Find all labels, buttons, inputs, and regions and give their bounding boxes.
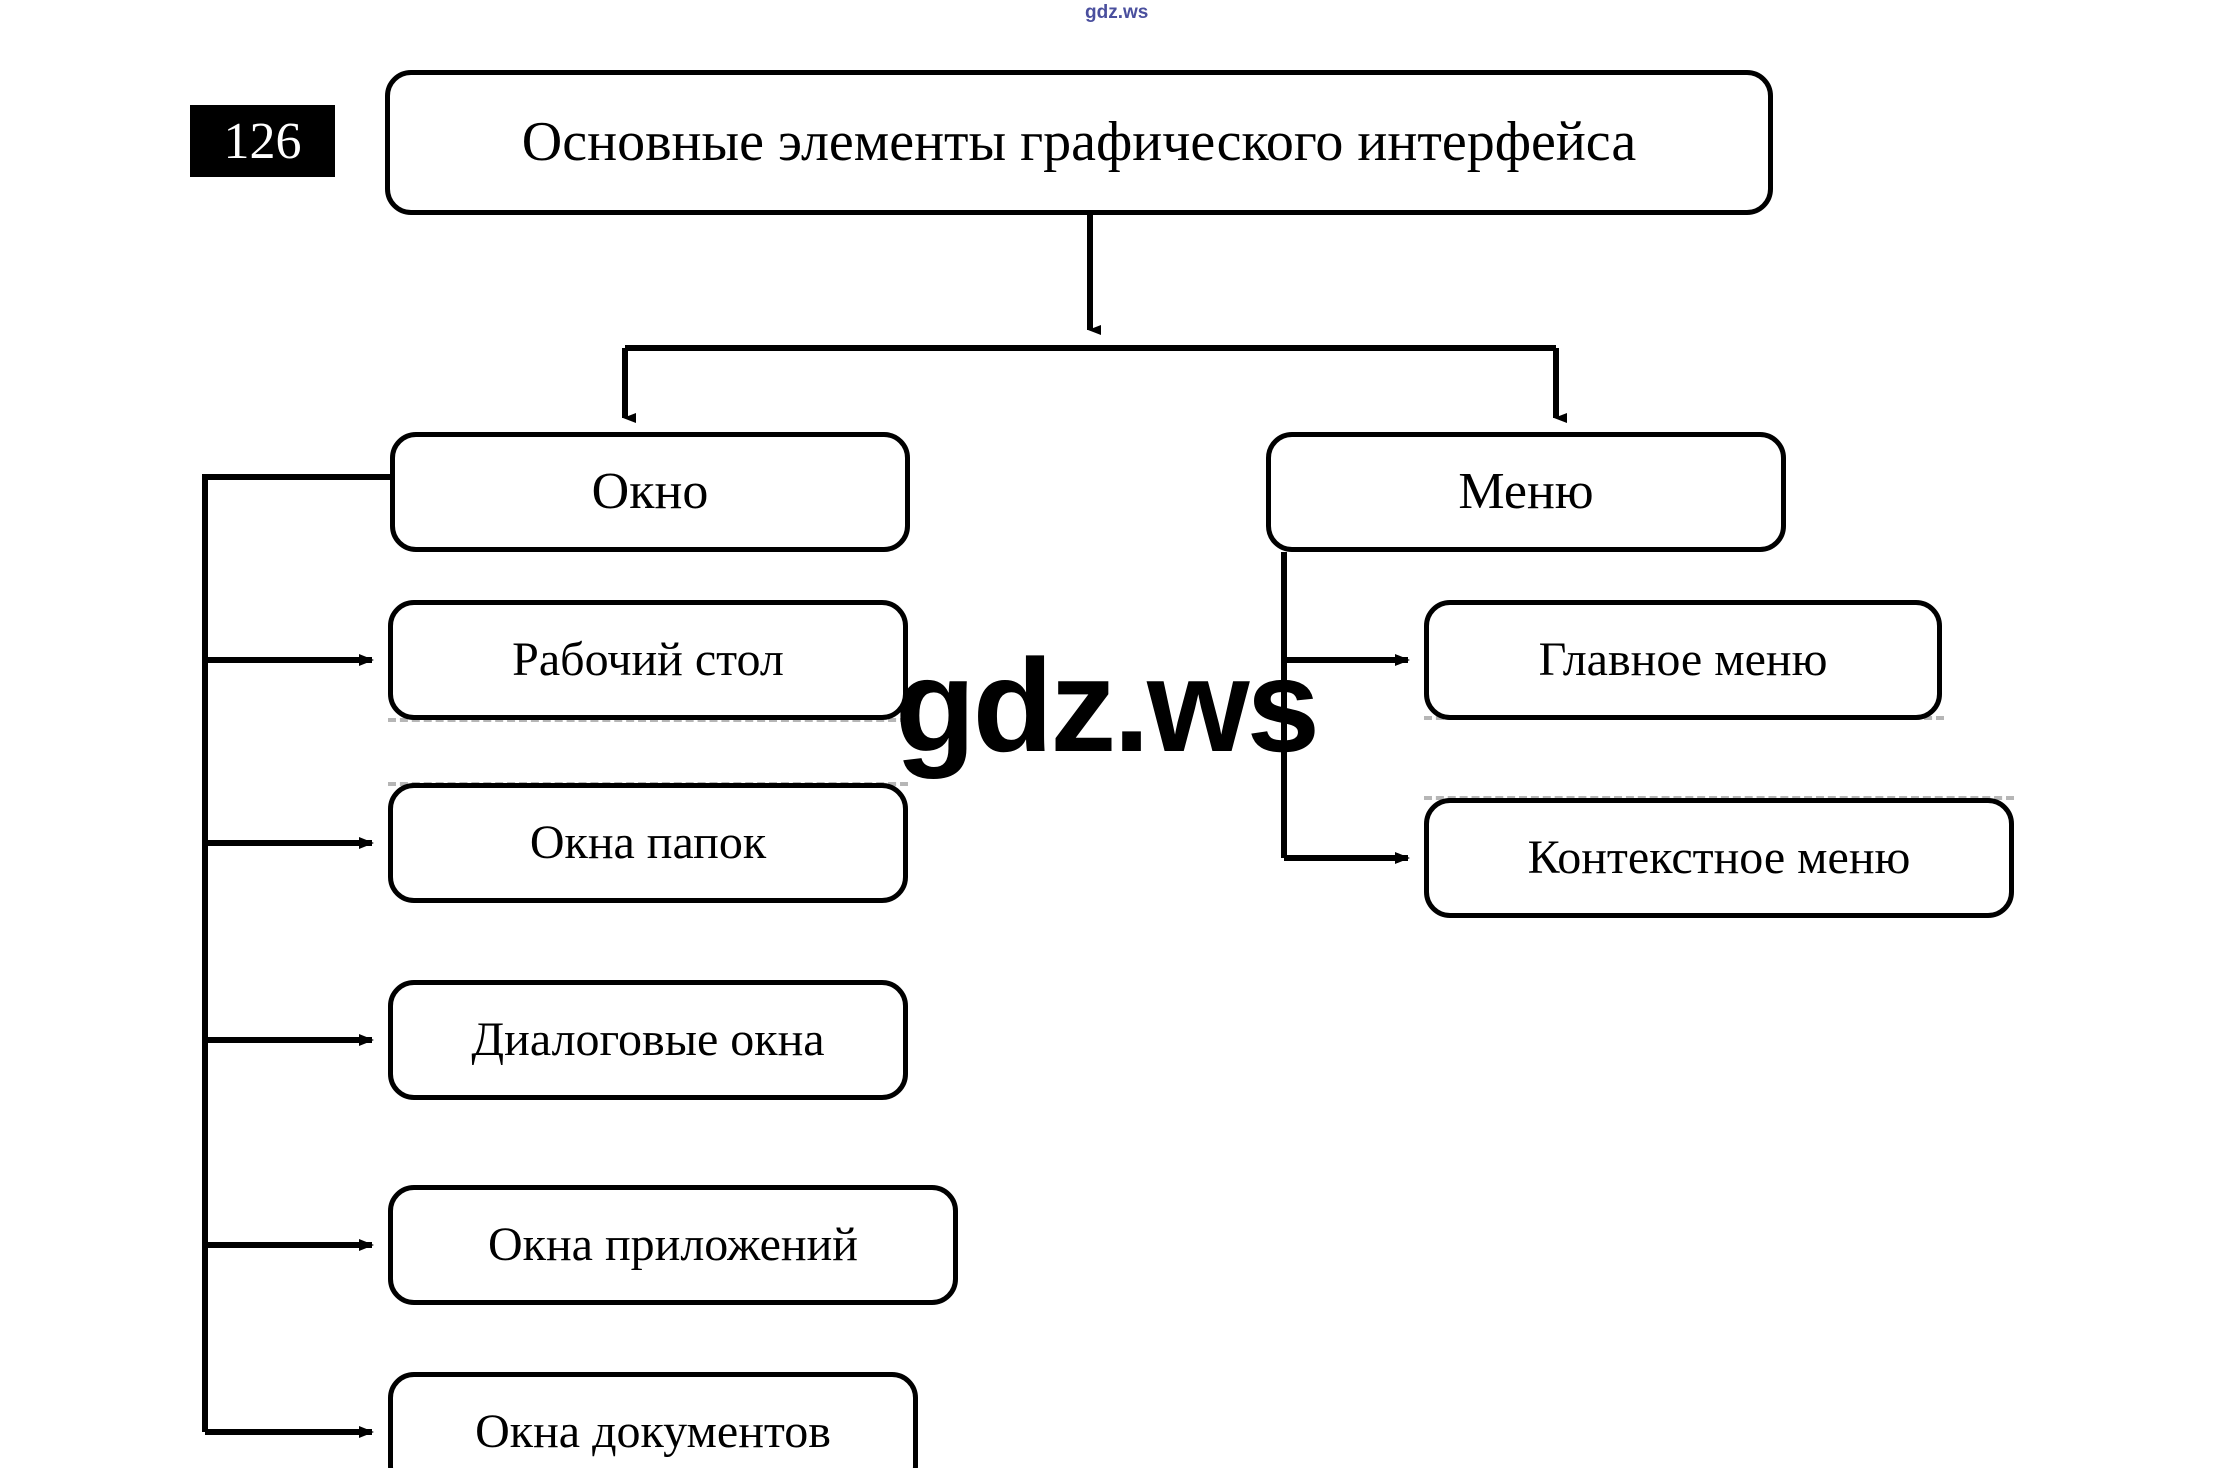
diagram-leaf-node-context-menu: Контекстное меню <box>1424 798 2014 918</box>
watermark-gdz-top: gdz.ws <box>1085 2 1149 23</box>
diagram-leaf-node-main-menu: Главное меню <box>1424 600 1942 720</box>
diagram-leaf-node-application-windows: Окна приложений <box>388 1185 958 1305</box>
diagram-leaf-node-dialog-windows: Диалоговые окна <box>388 980 908 1100</box>
diagram-leaf-node-folder-windows: Окна папок <box>388 783 908 903</box>
diagram-leaf-node-document-windows: Окна документов <box>388 1372 918 1468</box>
diagram-leaf-node-desktop: Рабочий стол <box>388 600 908 720</box>
diagram-root-node: Основные элементы графического интерфейс… <box>385 70 1773 215</box>
diagram-branch-node-window: Окно <box>390 432 910 552</box>
diagram-branch-node-menu: Меню <box>1266 432 1786 552</box>
exercise-number-badge: 126 <box>190 105 335 177</box>
